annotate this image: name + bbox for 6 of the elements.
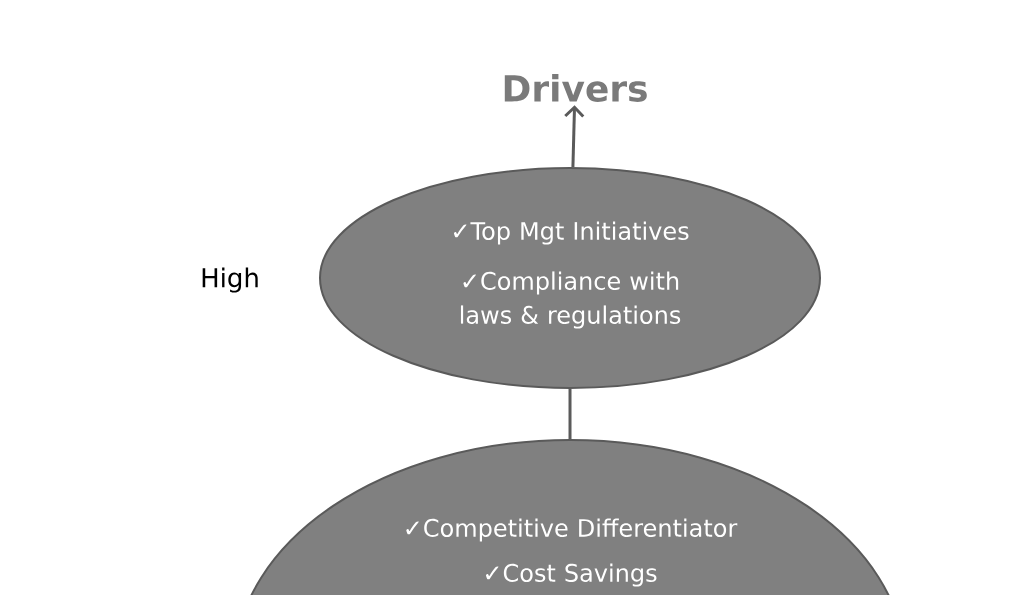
- connector-line: [568, 389, 572, 439]
- axis-label: High: [202, 267, 258, 293]
- ellipse-node: ✓Competitive Differentiator ✓Cost Savings: [234, 439, 906, 595]
- heading-text: Drivers: [504, 74, 647, 102]
- ellipse-node: ✓Top Mgt Initiatives ✓Compliance with laws & regulations: [319, 167, 821, 389]
- arrow: [564, 105, 585, 168]
